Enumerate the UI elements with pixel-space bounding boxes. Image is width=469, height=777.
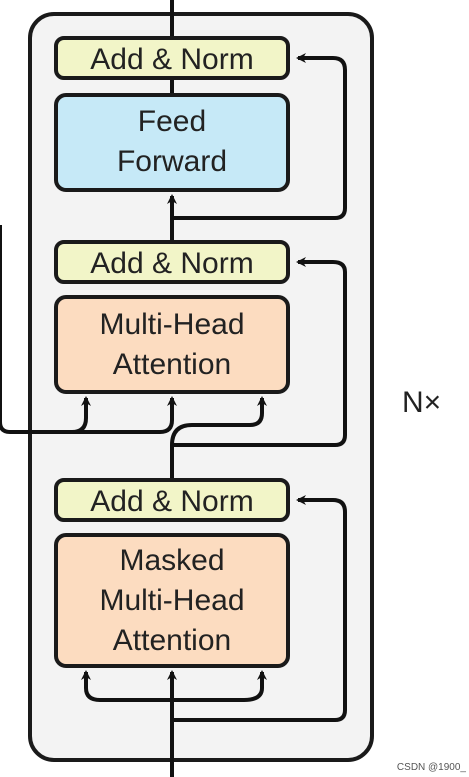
multi-head-attention-label-line1: Multi-Head (99, 308, 244, 341)
masked-attention-label-line3: Attention (113, 624, 231, 657)
multi-head-attention-box (54, 295, 290, 394)
mha-right-input-path (170, 396, 267, 450)
residual-mha-path (172, 257, 347, 447)
encoder-input-left-branch (60, 396, 91, 434)
masked-right-input (243, 670, 267, 702)
watermark-text: CSDN @1900_ (397, 762, 467, 773)
add-norm-middle-box (54, 240, 290, 284)
masked-attention-label-line2: Multi-Head (99, 584, 244, 617)
residual-ff-path (172, 53, 347, 220)
masked-left-input (81, 670, 101, 702)
add-norm-middle-label: Add & Norm (90, 247, 253, 280)
masked-multi-head-attention-box (54, 533, 290, 668)
feed-forward-label-line2: Forward (117, 145, 227, 178)
add-norm-bottom-label: Add & Norm (90, 485, 253, 518)
add-norm-bottom-box (54, 478, 290, 522)
masked-attention-label-line1: Masked (119, 544, 224, 577)
feed-forward-label-line1: Feed (138, 105, 206, 138)
residual-masked-path (172, 495, 347, 722)
encoder-input-path (0, 225, 177, 434)
add-norm-top-label: Add & Norm (90, 43, 253, 76)
multi-head-attention-label-line2: Attention (113, 348, 231, 381)
feed-forward-box (54, 93, 290, 192)
add-norm-top-box (54, 36, 290, 80)
repeat-count-label: N× (402, 386, 441, 419)
